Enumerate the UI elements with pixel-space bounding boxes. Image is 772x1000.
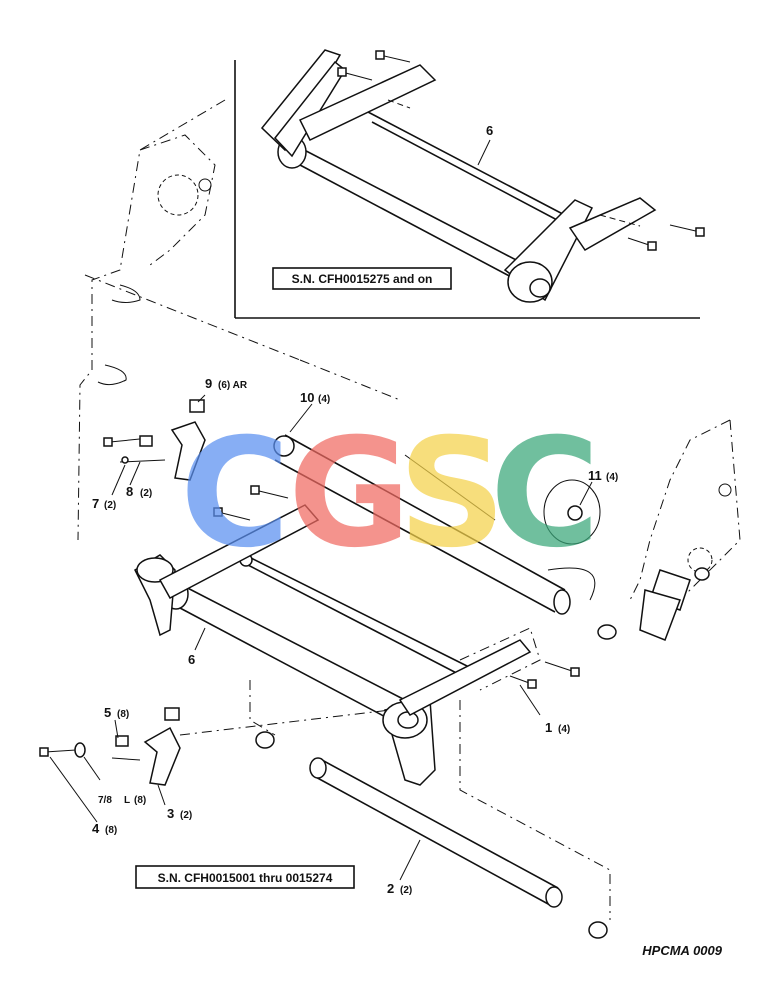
mid-left-bolts <box>213 485 289 521</box>
callout-8-qty: (2) <box>140 488 152 499</box>
callout-7-8-qty: (8) <box>134 795 146 806</box>
callout-4: 4 <box>92 821 100 836</box>
callout-7: 7 <box>92 496 99 511</box>
part-2-lower-roller <box>249 680 611 939</box>
upper-left-clamp <box>103 399 206 481</box>
callout-10-qty: (4) <box>318 394 330 405</box>
callout-9: 9 <box>205 376 212 391</box>
lower-left-clamp <box>39 707 391 786</box>
svg-text:S.N. CFH0015275 and on: S.N. CFH0015275 and on <box>292 272 433 286</box>
callout-9-qty: (6) AR <box>218 380 248 391</box>
callout-1: 1 <box>545 720 552 735</box>
callout-11-qty: (4) <box>606 472 618 483</box>
svg-text:S.N. CFH0015001 thru 0015274: S.N. CFH0015001 thru 0015274 <box>158 871 333 885</box>
callout-5: 5 <box>104 705 111 720</box>
callout-7-qty: (2) <box>104 500 116 511</box>
callout-labels: 9 (6) AR 10 (4) 11 (4) 7 (2) 8 (2) 6 5 (… <box>92 376 618 896</box>
watermark-logo: C G S C <box>180 407 600 581</box>
part-1-bolts <box>509 624 617 689</box>
upper-roller-assembly <box>260 49 705 303</box>
callout-3-qty: (2) <box>180 810 192 821</box>
watermark-letter-c2: C <box>490 407 600 581</box>
callout-6-upper: 6 <box>486 123 493 138</box>
upper-rear-roller <box>273 434 601 615</box>
callout-10: 10 <box>300 390 314 405</box>
callout-4-qty: (8) <box>105 825 117 836</box>
callout-7-8-l: L <box>124 795 130 806</box>
callout-2: 2 <box>387 881 394 896</box>
callout-7-8: 7/8 <box>98 795 112 806</box>
callout-2-qty: (2) <box>400 885 412 896</box>
callout-3: 3 <box>167 806 174 821</box>
watermark-letter-s: S <box>398 407 506 581</box>
left-side-panel <box>77 99 401 541</box>
watermark-letter-g: G <box>288 407 411 581</box>
callout-6: 6 <box>188 652 195 667</box>
callout-5-qty: (8) <box>117 709 129 720</box>
figure-code: HPCMA 0009 <box>642 943 722 958</box>
lower-roller-assembly <box>134 504 541 786</box>
watermark-letter-c1: C <box>180 407 290 581</box>
callout-1-qty: (4) <box>558 724 570 735</box>
callout-8: 8 <box>126 484 133 499</box>
right-side-panel <box>629 419 741 641</box>
callout-11: 11 <box>588 468 602 483</box>
lower-serial-caption: S.N. CFH0015001 thru 0015274 <box>135 865 355 889</box>
callout-leaders <box>49 394 593 881</box>
upper-serial-caption: S.N. CFH0015275 and on <box>272 267 452 290</box>
upper-inset-frame <box>234 60 700 319</box>
